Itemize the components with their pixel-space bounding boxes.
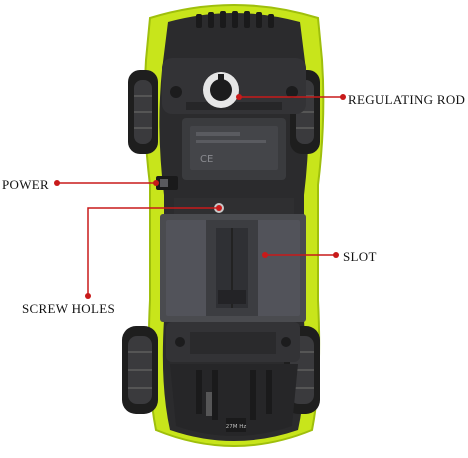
frequency-badge-text: 27M Hz — [226, 424, 247, 430]
rear-left-wheel — [122, 326, 158, 414]
label-slot: SLOT — [343, 249, 377, 264]
slot-plate — [160, 214, 306, 322]
callout-screw-holes — [85, 205, 222, 299]
rear-assembly — [166, 322, 300, 362]
label-power: POWER — [2, 177, 49, 192]
label-screw-holes: SCREW HOLES — [22, 301, 115, 316]
power-switch — [156, 176, 178, 190]
frequency-badge: 27M Hz — [226, 418, 247, 432]
front-left-wheel — [128, 70, 158, 154]
svg-text:CE: CE — [200, 154, 213, 165]
regulating-rod-knob — [203, 72, 239, 108]
center-plate — [174, 198, 294, 216]
callout-power — [54, 180, 159, 186]
rear-diffuser — [170, 364, 298, 436]
label-regulating-rod: REGULATING ROD — [348, 92, 466, 107]
callout-regulating-rod — [236, 94, 346, 100]
callout-slot — [262, 252, 339, 258]
front-vents — [196, 11, 274, 28]
battery-cover: CE — [182, 118, 286, 180]
